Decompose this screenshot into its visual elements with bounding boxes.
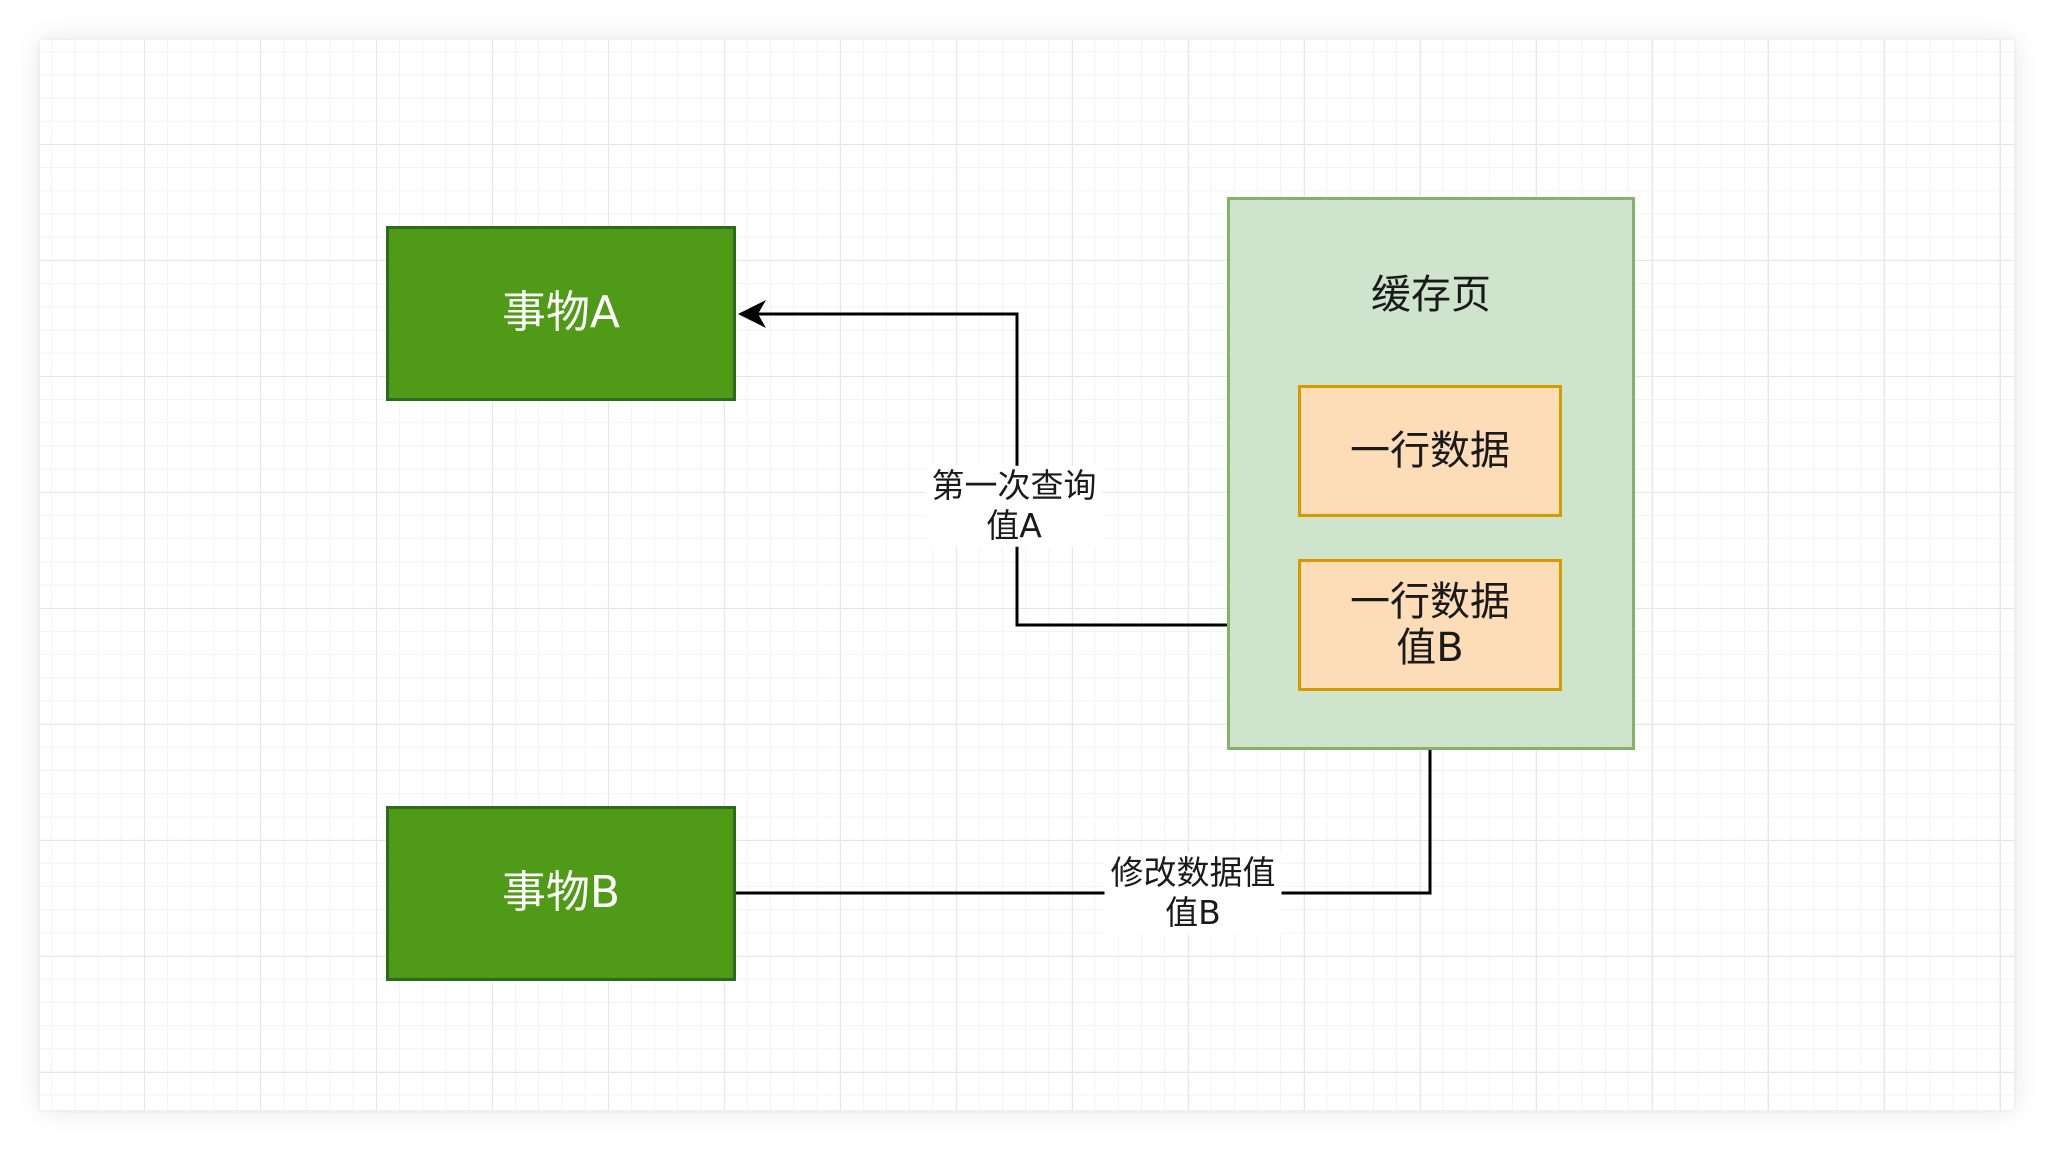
row-data-label-2: 一行数据 值B xyxy=(1350,579,1510,671)
cache-page-title: 缓存页 xyxy=(1371,272,1491,318)
diagram-canvas xyxy=(40,40,2014,1110)
transaction-a-label: 事物A xyxy=(501,287,621,339)
row-data-box-2[interactable]: 一行数据 值B xyxy=(1298,559,1562,691)
edge-modify-value-line xyxy=(736,700,1432,895)
edge-first-query-label: 第一次查询 值A xyxy=(925,465,1103,547)
edge-first-query-arrowhead xyxy=(738,300,766,328)
row-data-label-1: 一行数据 xyxy=(1350,428,1510,474)
transaction-a-box[interactable]: 事物A xyxy=(386,226,736,401)
edge-modify-value-label: 修改数据值 值B xyxy=(1104,852,1282,934)
transaction-b-label: 事物B xyxy=(501,867,621,919)
transaction-b-box[interactable]: 事物B xyxy=(386,806,736,981)
row-data-box-1[interactable]: 一行数据 xyxy=(1298,385,1562,517)
